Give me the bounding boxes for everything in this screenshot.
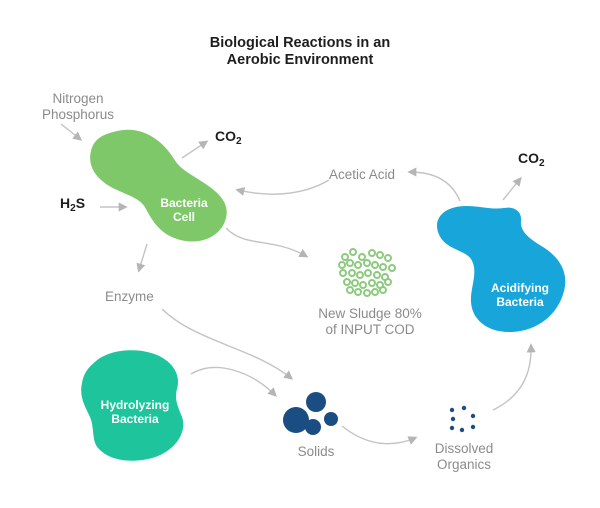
label-nitrogen-phosphorus: Nitrogen Phosphorus — [41, 91, 115, 122]
sludge-ring-dot — [346, 259, 354, 267]
sludge-ring-dot — [363, 289, 371, 297]
sludge-ring-dot — [368, 279, 376, 287]
sludge-ring-dot — [348, 269, 356, 277]
hydrolyzing-bacteria-label: Hydrolyzing Bacteria — [100, 398, 170, 426]
label-co2-right: CO2 — [518, 150, 545, 169]
diagram-title: Biological Reactions in an Aerobic Envir… — [150, 35, 450, 68]
sludge-ring-dot — [384, 254, 392, 262]
arrow-acetic-acid-to-bacteria-cell — [235, 179, 330, 196]
sludge-ring-dot — [379, 286, 387, 294]
solid-particle — [305, 419, 321, 435]
solids-cluster — [283, 392, 338, 435]
sludge-ring-dot — [354, 261, 362, 269]
arrow-hydrolyzing-to-solids — [190, 366, 277, 397]
arrow-dissolved-organics-to-acidifying — [492, 343, 536, 411]
dissolved-organic-dot — [459, 427, 465, 433]
dissolved-organic-dot — [470, 413, 476, 419]
arrow-bacteria-cell-to-new-sludge — [225, 227, 309, 258]
sludge-ring-dot — [341, 253, 349, 261]
sludge-ring-dot — [371, 261, 379, 269]
arrow-enzyme-to-solids — [161, 308, 294, 380]
sludge-ring-dot — [379, 263, 387, 271]
arrow-solids-to-dissolved-organics — [341, 425, 418, 445]
sludge-ring-dot — [356, 271, 364, 279]
sludge-ring-dot — [346, 286, 354, 294]
sludge-ring-dot — [388, 264, 396, 272]
diagram-title-line1: Biological Reactions in an — [209, 35, 391, 51]
bacteria-cell-label: Bacteria Cell — [160, 196, 208, 224]
hydrolyzing-bacteria-blob — [81, 350, 184, 461]
sludge-ring-dot — [359, 281, 367, 289]
sludge-ring-dot — [373, 271, 381, 279]
diagram-title-line2: Aerobic Environment — [226, 51, 374, 68]
sludge-ring-dot — [364, 269, 372, 277]
label-enzyme: Enzyme — [105, 289, 154, 304]
sludge-ring-dot — [351, 279, 359, 287]
arrow-bacteria-cell-to-enzyme — [136, 243, 148, 273]
label-solids: Solids — [297, 444, 335, 459]
acidifying-bacteria-label: Acidifying Bacteria — [490, 281, 549, 309]
solid-particle — [306, 392, 326, 412]
sludge-ring-dot — [339, 269, 347, 277]
sludge-ring-dot — [338, 261, 346, 269]
dissolved-organic-dot — [461, 405, 467, 411]
dissolved-organic-dot — [450, 416, 456, 422]
bacteria-cell-blob — [90, 129, 227, 242]
label-acetic-acid: Acetic Acid — [329, 167, 396, 182]
dissolved-organics-cluster — [449, 405, 476, 433]
sludge-ring-dot — [368, 249, 376, 257]
sludge-ring-dot — [349, 248, 357, 256]
sludge-ring-dot — [358, 253, 366, 261]
new-sludge-cluster — [338, 248, 396, 297]
arrow-nutrients-to-bacteria-cell — [60, 123, 83, 141]
arrow-acidifying-to-co2-right — [502, 176, 522, 201]
acidifying-bacteria-blob — [436, 206, 566, 333]
label-h2s: H2S — [60, 195, 86, 214]
sludge-ring-dot — [376, 251, 384, 259]
sludge-ring-dot — [363, 259, 371, 267]
sludge-ring-dot — [371, 288, 379, 296]
sludge-ring-dot — [384, 278, 392, 286]
sludge-ring-dot — [343, 278, 351, 286]
dissolved-organic-dot — [449, 407, 455, 413]
arrow-bacteria-cell-to-co2-left — [181, 140, 209, 159]
arrow-acidifying-to-acetic-acid — [407, 167, 461, 202]
label-new-sludge: New Sludge 80% of INPUT COD — [318, 306, 422, 337]
label-dissolved-organics: Dissolved Organics — [434, 441, 494, 472]
solid-particle — [283, 407, 309, 433]
label-co2-left: CO2 — [215, 128, 242, 147]
solid-particle — [324, 412, 338, 426]
dissolved-organic-dot — [470, 424, 476, 430]
sludge-ring-dot — [354, 288, 362, 296]
dissolved-organic-dot — [449, 425, 455, 431]
